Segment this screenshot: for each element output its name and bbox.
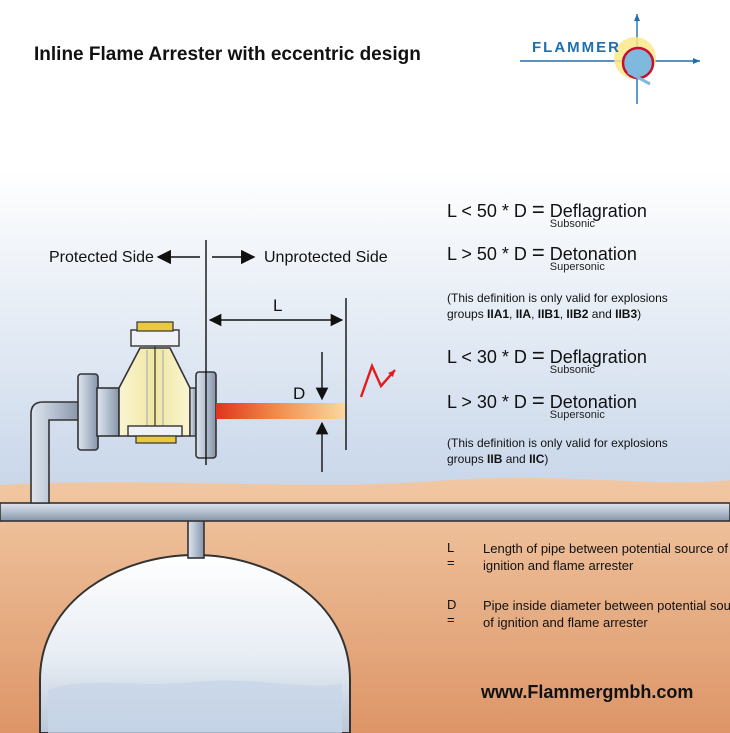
note-text: ,	[559, 307, 567, 321]
note-text: )	[544, 452, 549, 466]
length-label: L	[273, 296, 283, 315]
definition-formula: L < 30 * D	[447, 347, 527, 367]
inlet-elbow-pipe	[30, 401, 81, 504]
diameter-label: D	[293, 384, 306, 403]
note-text: (This definition is only valid for explo…	[447, 436, 668, 466]
note-text: (This definition is only valid for explo…	[447, 291, 668, 321]
equals-sign: =	[531, 197, 545, 222]
explosion-group: IIB	[487, 452, 503, 466]
flame-path	[216, 403, 346, 419]
definition-subtext: Supersonic	[549, 409, 605, 421]
note-text: and	[502, 452, 530, 466]
explosion-group: IIB1	[537, 307, 560, 321]
definition-formula: L > 30 * D	[447, 392, 527, 412]
validity-note-2: (This definition is only valid for explo…	[447, 435, 697, 467]
note-text: ,	[509, 307, 516, 321]
definition-subtext: Supersonic	[549, 261, 605, 273]
brand-name: FLAMMER	[532, 39, 621, 56]
definition-result: Deflagration	[549, 201, 647, 221]
definition-formula: L > 50 * D	[447, 244, 527, 264]
protected-side-label: Protected Side	[49, 249, 154, 266]
tank-riser-pipe	[187, 519, 205, 559]
flame-arrester	[77, 321, 217, 459]
main-pipe	[0, 502, 730, 522]
definition-result: Deflagration	[549, 347, 647, 367]
legend-key: L =	[447, 540, 455, 570]
legend-description: Pipe inside diameter between potential s…	[483, 598, 730, 630]
note-text: )	[637, 307, 642, 321]
definition-result: Detonation	[549, 392, 637, 412]
flammer-logo	[520, 14, 700, 104]
explosion-group: IIC	[529, 452, 545, 466]
explosion-group: IIA	[515, 307, 532, 321]
note-text: and	[588, 307, 616, 321]
legend-key: D =	[447, 597, 457, 627]
explosion-group: IIB3	[615, 307, 638, 321]
website-url: www.Flammergmbh.com	[481, 682, 694, 702]
definition-subtext: Subsonic	[549, 218, 596, 230]
definition-result: Detonation	[549, 244, 637, 264]
note-text: ,	[531, 307, 538, 321]
unprotected-side-label: Unprotected Side	[264, 249, 388, 266]
equals-sign: =	[531, 343, 545, 368]
equals-sign: =	[531, 240, 545, 265]
equals-sign: =	[531, 388, 545, 413]
legend-description: Length of pipe between potential source …	[483, 541, 729, 573]
explosion-group: IIB2	[566, 307, 589, 321]
validity-note-1: (This definition is only valid for explo…	[447, 290, 697, 322]
page-title: Inline Flame Arrester with eccentric des…	[34, 44, 421, 65]
definition-formula: L < 50 * D	[447, 201, 527, 221]
explosion-group: IIA1	[487, 307, 510, 321]
definition-subtext: Subsonic	[549, 364, 596, 376]
ignition-spark-icon	[359, 362, 396, 398]
